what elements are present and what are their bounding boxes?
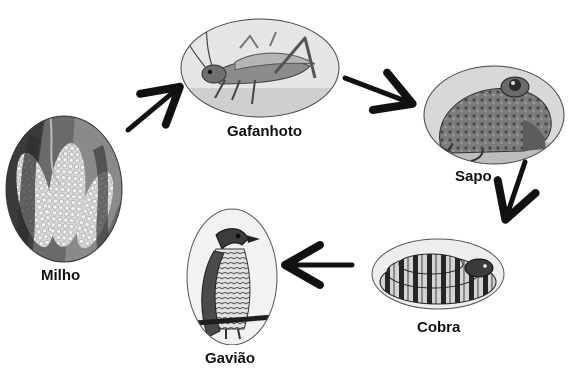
hawk-icon <box>186 205 278 345</box>
node-label-sapo: Sapo <box>455 168 492 185</box>
node-label-milho: Milho <box>41 267 80 284</box>
node-label-gafanhoto: Gafanhoto <box>227 123 302 140</box>
arrow-gafanhoto-to-sapo <box>345 78 408 102</box>
snake-icon <box>371 238 505 310</box>
arrow-milho-to-gafanhoto <box>128 90 176 130</box>
node-label-gaviao: Gavião <box>205 350 255 367</box>
toad-icon <box>423 65 565 165</box>
corn-icon <box>5 115 123 263</box>
arrow-sapo-to-cobra <box>507 162 525 215</box>
grasshopper-icon <box>180 18 340 118</box>
node-label-cobra: Cobra <box>417 319 460 336</box>
